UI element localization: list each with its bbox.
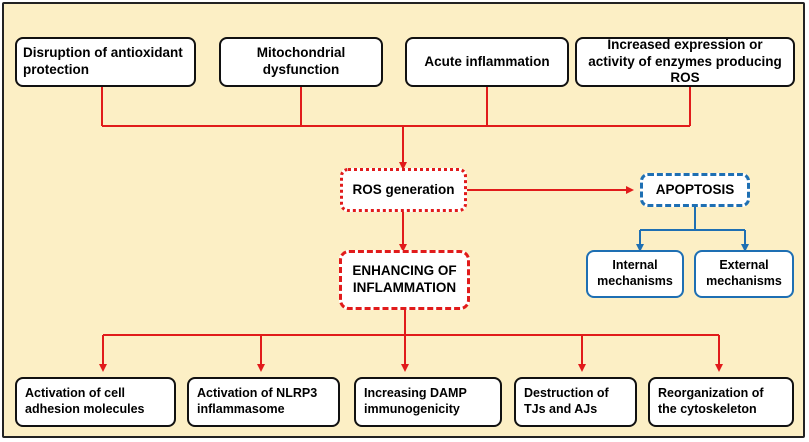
effect-label: Increasing DAMP immunogenicity [364, 386, 467, 416]
ros-generation-box: ROS generation [340, 168, 467, 212]
ros-generation-label: ROS generation [352, 181, 455, 197]
effect-box-tjs-ajs: Destruction of TJs and AJs [514, 377, 637, 427]
cause-box-ros-enzymes: Increased expression or activity of enzy… [575, 37, 795, 87]
mechanism-label: External mechanisms [706, 258, 782, 288]
effect-label: Activation of cell adhesion molecules [25, 386, 145, 416]
cause-label: Acute inflammation [424, 53, 550, 69]
enhancing-label: ENHANCING OF INFLAMMATION [352, 263, 457, 295]
effect-box-cell-adhesion: Activation of cell adhesion molecules [15, 377, 176, 427]
enhancing-inflammation-box: ENHANCING OF INFLAMMATION [339, 250, 470, 310]
internal-mechanisms-box: Internal mechanisms [586, 250, 684, 298]
cause-box-antioxidant-disruption: Disruption of antioxidant protection [15, 37, 196, 87]
effect-label: Reorganization of the cytoskeleton [658, 386, 764, 416]
effect-label: Destruction of TJs and AJs [524, 386, 609, 416]
mechanism-label: Internal mechanisms [597, 258, 673, 288]
external-mechanisms-box: External mechanisms [694, 250, 794, 298]
effect-box-cytoskeleton: Reorganization of the cytoskeleton [648, 377, 794, 427]
cause-box-acute-inflammation: Acute inflammation [405, 37, 569, 87]
effect-box-nlrp3: Activation of NLRP3 inflammasome [187, 377, 340, 427]
apoptosis-box: APOPTOSIS [640, 173, 750, 207]
cause-label: Mitochondrial dysfunction [256, 45, 346, 77]
apoptosis-label: APOPTOSIS [655, 181, 735, 197]
effect-box-damp: Increasing DAMP immunogenicity [354, 377, 502, 427]
cause-box-mitochondrial-dysfunction: Mitochondrial dysfunction [219, 37, 383, 87]
effect-label: Activation of NLRP3 inflammasome [197, 386, 318, 416]
cause-label: Increased expression or activity of enzy… [588, 36, 782, 86]
cause-label: Disruption of antioxidant protection [23, 45, 183, 77]
